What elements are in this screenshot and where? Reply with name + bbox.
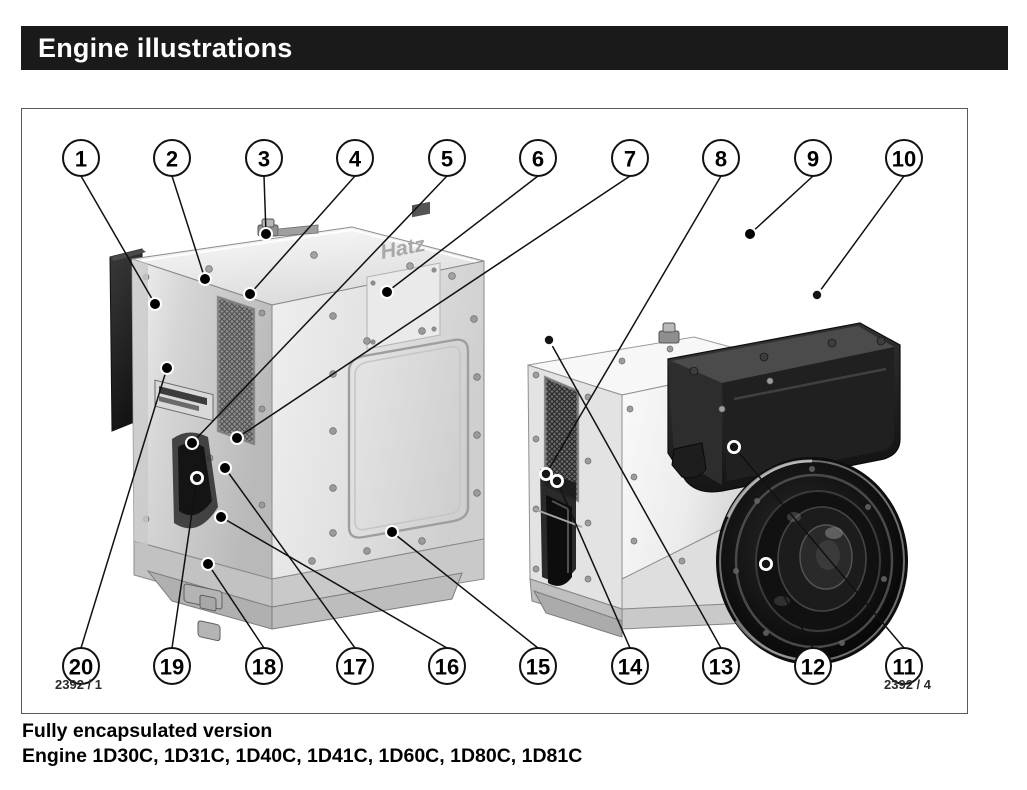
callout-circle-1 [62,139,100,177]
callout-19[interactable]: 19 [153,647,191,685]
leader-endpoint-10 [810,288,824,302]
callout-number-19: 19 [160,655,184,680]
callout-circle-6 [519,139,557,177]
leader-endpoint-17 [218,461,232,475]
leader-endpoint-5 [185,436,199,450]
callout-circle-10 [885,139,923,177]
callout-number-2: 2 [166,147,178,172]
callout-number-17: 17 [343,655,367,680]
page-title: Engine illustrations [38,32,293,63]
leader-endpoint-20 [160,361,174,375]
callout-15[interactable]: 15 [519,647,557,685]
callout-number-16: 16 [435,655,459,680]
callout-number-20: 20 [69,655,93,680]
callout-circle-15 [519,647,557,685]
leader-endpoint-12 [759,557,773,571]
section-header-bar: Engine illustrations [21,26,1008,70]
callout-number-10: 10 [892,147,916,172]
callout-3[interactable]: 3 [245,139,283,177]
callout-20[interactable]: 20 [62,647,100,685]
callout-8[interactable]: 8 [702,139,740,177]
leader-endpoint-11 [727,440,741,454]
leader-endpoint-18 [201,557,215,571]
callout-circle-12 [794,647,832,685]
leader-endpoint-13 [542,333,556,347]
right-engine-top-cover [667,322,901,493]
engine-illustration: Hatz [55,139,932,692]
callout-number-7: 7 [624,147,636,172]
callout-16[interactable]: 16 [428,647,466,685]
callout-circle-11 [885,647,923,685]
left-figure-ref: 2392 / 1 [55,677,102,692]
flywheel-housing [716,457,908,665]
caption-line-1: Fully encapsulated version [22,720,273,742]
callout-18[interactable]: 18 [245,647,283,685]
callout-circle-14 [611,647,649,685]
callout-7[interactable]: 7 [611,139,649,177]
callout-4[interactable]: 4 [336,139,374,177]
callout-number-9: 9 [807,147,819,172]
callout-1[interactable]: 1 [62,139,100,177]
callout-number-4: 4 [349,147,362,172]
caption-line-2: Engine 1D30C, 1D31C, 1D40C, 1D41C, 1D60C… [22,745,583,767]
leader-endpoint-4 [243,287,257,301]
callout-circle-18 [245,647,283,685]
callout-number-13: 13 [709,655,733,680]
callout-number-14: 14 [618,655,643,680]
callout-circle-17 [336,647,374,685]
callout-circle-20 [62,647,100,685]
callout-number-11: 11 [892,655,915,680]
leader-endpoint-8 [539,467,553,481]
callout-number-8: 8 [715,147,727,172]
callout-circle-7 [611,139,649,177]
callout-number-5: 5 [441,147,453,172]
left-engine-illustration: Hatz [109,201,485,642]
leader-lines [80,175,905,649]
right-filler-cap [658,322,680,344]
leader-endpoint-15 [385,525,399,539]
callout-number-18: 18 [252,655,276,680]
callout-number-6: 6 [532,147,544,172]
callout-5[interactable]: 5 [428,139,466,177]
leader-endpoint-1 [148,297,162,311]
leader-endpoint-14 [550,474,564,488]
callout-number-1: 1 [75,147,87,172]
callout-6[interactable]: 6 [519,139,557,177]
right-figure-ref: 2392 / 4 [884,677,932,692]
callout-17[interactable]: 17 [336,647,374,685]
callout-2[interactable]: 2 [153,139,191,177]
callouts-top: 1 2 3 4 5 6 7 8 9 10 [62,139,923,177]
callout-10[interactable]: 10 [885,139,923,177]
illustration-frame: Hatz [21,108,968,714]
leader-endpoint-2 [198,272,212,286]
callouts-bottom: 20 19 18 17 16 15 14 13 12 11 [62,647,923,685]
callout-14[interactable]: 14 [611,647,649,685]
callout-13[interactable]: 13 [702,647,740,685]
leader-endpoint-7 [230,431,244,445]
callout-circle-3 [245,139,283,177]
callout-number-15: 15 [526,655,550,680]
callout-circle-19 [153,647,191,685]
callout-circle-5 [428,139,466,177]
callout-circle-8 [702,139,740,177]
leader-endpoint-16 [214,510,228,524]
callout-circle-2 [153,139,191,177]
right-engine-illustration [527,322,908,665]
callout-circle-4 [336,139,374,177]
callout-circle-13 [702,647,740,685]
callout-circle-9 [794,139,832,177]
callout-number-3: 3 [258,147,270,172]
leader-endpoint-3 [259,227,273,241]
figure-caption: Fully encapsulated version Engine 1D30C,… [22,719,922,769]
leader-endpoint-6 [380,285,394,299]
leader-endpoint-19 [190,471,204,485]
callout-9[interactable]: 9 [794,139,832,177]
callout-number-12: 12 [801,655,825,680]
leader-endpoint-9 [743,227,757,241]
callout-11[interactable]: 11 [885,647,923,685]
callout-12[interactable]: 12 [794,647,832,685]
leader-endpoints [148,227,824,571]
callout-circle-16 [428,647,466,685]
